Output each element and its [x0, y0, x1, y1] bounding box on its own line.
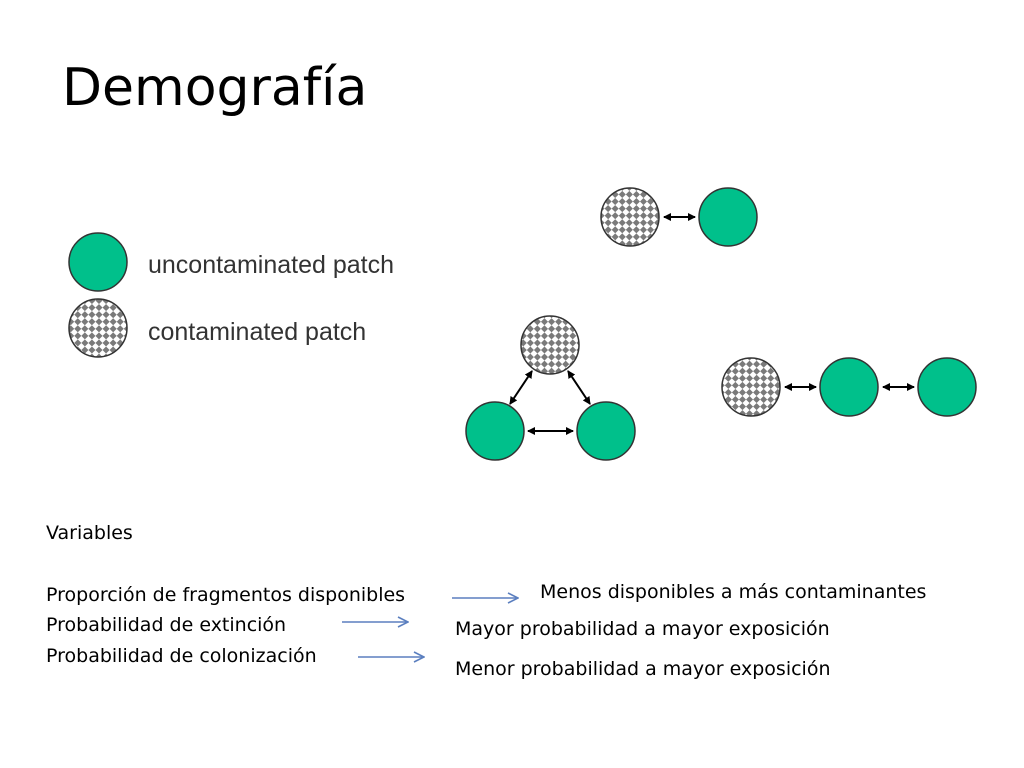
connector-arrow — [567, 370, 591, 405]
variable-effect: Mayor probabilidad a mayor exposición — [455, 618, 830, 640]
uncontaminated-patch — [819, 357, 879, 417]
connector-arrow — [509, 370, 533, 405]
slide-title: Demografía — [62, 58, 368, 118]
variable-effect: Menos disponibles a más contaminantes — [540, 581, 927, 603]
contaminated-patch — [600, 187, 660, 247]
legend-contaminated-patch — [68, 298, 128, 358]
uncontaminated-patch — [576, 401, 636, 461]
uncontaminated-patch — [917, 357, 977, 417]
variable-label: Proporción de fragmentos disponibles — [46, 584, 406, 606]
variable-label: Probabilidad de colonización — [46, 645, 317, 667]
legend-uncontaminated-label: uncontaminated patch — [148, 251, 394, 279]
variable-effect: Menor probabilidad a mayor exposición — [455, 658, 831, 680]
contaminated-patch — [721, 357, 781, 417]
uncontaminated-patch — [465, 401, 525, 461]
legend-uncontaminated-patch — [68, 232, 128, 292]
contaminated-patch — [520, 315, 580, 375]
variable-label: Probabilidad de extinción — [46, 614, 287, 636]
legend-contaminated-label: contaminated patch — [148, 318, 366, 346]
variables-heading: Variables — [46, 522, 133, 544]
uncontaminated-patch — [698, 187, 758, 247]
